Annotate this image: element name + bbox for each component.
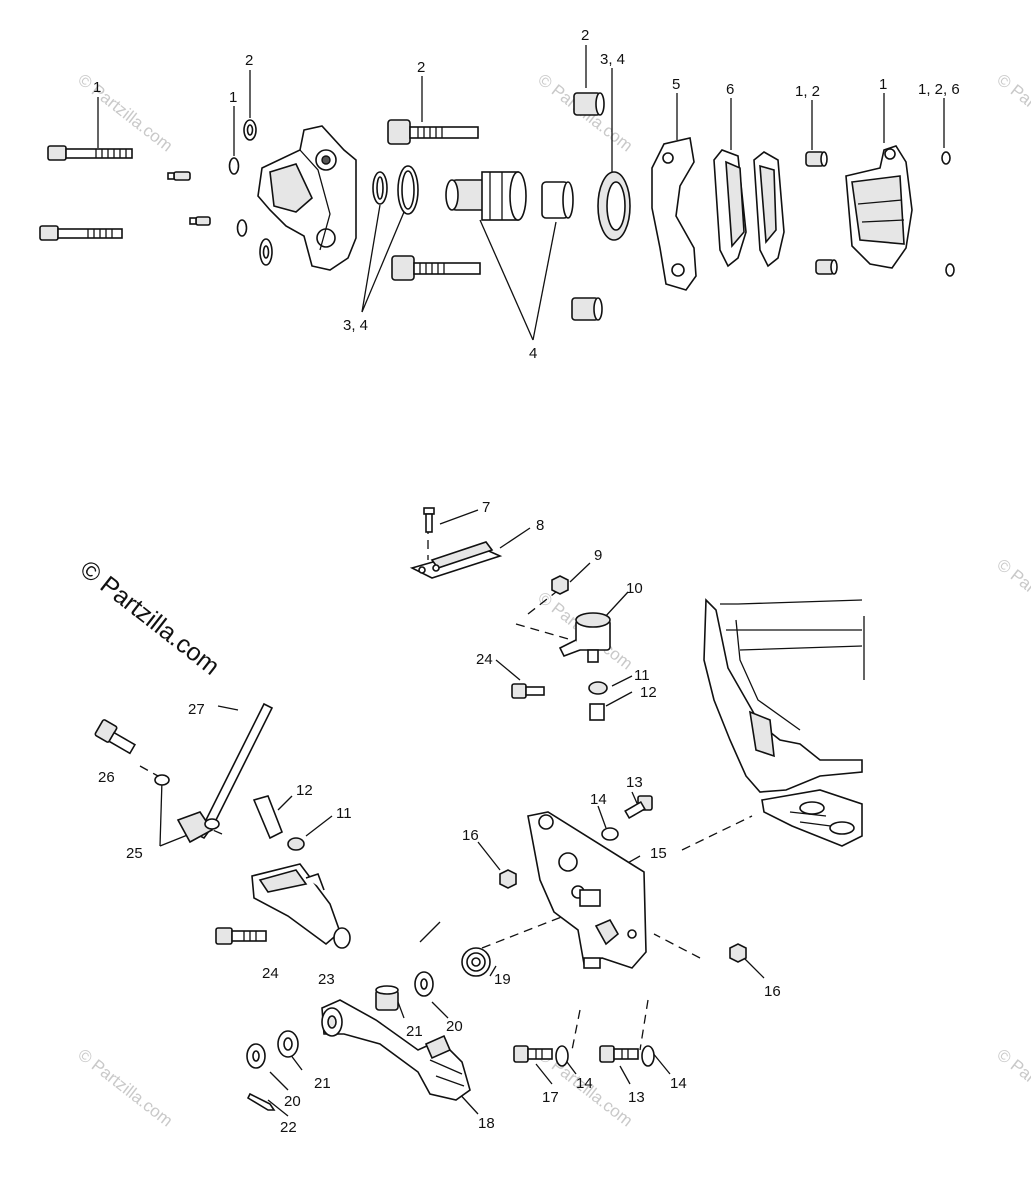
washer-14-upper [601,827,619,841]
label-1-2-6: 1, 2, 6 [918,81,960,98]
label-14: 14 [576,1075,593,1092]
label-1: 1 [229,89,238,106]
caliper-housing [257,125,357,271]
label-23: 23 [318,971,335,988]
hose-clamp-11 [588,681,608,695]
label-17: 17 [542,1089,559,1106]
label-25: 25 [126,845,143,862]
hose-clamp-11-lower [287,837,305,851]
label-13: 13 [628,1089,645,1106]
label-1: 1 [93,79,102,96]
spring-19 [461,947,491,977]
bolt-24-upper [511,683,545,699]
label-14: 14 [670,1075,687,1092]
label-12: 12 [640,684,657,701]
label-13: 13 [626,774,643,791]
label-22: 22 [280,1119,297,1136]
piston-insert [541,181,574,219]
screw-7 [423,507,435,533]
pedal-bracket-15 [527,811,647,969]
caliper-outer [845,145,913,269]
washer-14-left [555,1045,569,1067]
bolt-17 [513,1045,553,1063]
nut-9 [551,575,569,595]
label-21: 21 [406,1023,423,1040]
bushing-21-upper [375,985,399,1011]
hose-12 [589,703,605,721]
label-24: 24 [262,965,279,982]
label-12: 12 [296,782,313,799]
label-2: 2 [245,52,254,69]
washer-14-right [641,1045,655,1067]
hose-12-lower [252,795,284,840]
label-19: 19 [494,971,511,988]
label-1-2: 1, 2 [795,83,821,100]
bolt-13-upper [624,795,653,820]
caliper-bracket [651,137,697,291]
brake-pad-inner [713,149,747,268]
vehicle-frame [703,598,865,847]
bolt-13-lower [599,1045,639,1063]
retaining-clip [945,263,955,277]
caliper-pin-lower [391,255,481,281]
label-15: 15 [650,845,667,862]
reservoir-10 [558,612,611,663]
caliper-piston [445,171,527,221]
washer-25 [204,818,220,830]
nut-16-left [499,869,517,889]
label-2: 2 [417,59,426,76]
brake-pad-outer [753,151,785,268]
washer [236,219,248,237]
caliper-pin-upper [387,119,479,145]
brake-line-27 [176,702,274,844]
piston-seal [597,171,631,241]
caliper-bushing-lower [815,259,838,275]
brake-pedal-18 [321,999,471,1101]
label-11: 11 [336,805,352,822]
retaining-clip [941,151,951,165]
caliper-bolt-lower [39,225,123,241]
label-18: 18 [478,1115,495,1132]
label-2: 2 [581,27,590,44]
label-24: 24 [476,651,493,668]
bolt-24-lower [215,927,267,945]
label-3-4: 3, 4 [343,317,369,334]
cotter-pin-22 [246,1092,276,1111]
label-3-4: 3, 4 [600,51,626,68]
master-cylinder-23 [251,863,351,949]
label-9: 9 [594,547,603,564]
label-16: 16 [764,983,781,1000]
caliper-bushing-upper [805,151,828,167]
nut-16-right [729,943,747,963]
label-4: 4 [529,345,538,362]
label-10: 10 [626,580,643,597]
clamp-8 [409,541,503,579]
washer [228,157,240,175]
label-14: 14 [590,791,607,808]
label-6: 6 [726,81,735,98]
label-21: 21 [314,1075,331,1092]
label-11: 11 [634,667,650,684]
bleeder-fitting-upper [167,171,191,181]
label-1: 1 [879,76,888,93]
label-16: 16 [462,827,479,844]
washer-25 [154,774,170,786]
label-20: 20 [284,1093,301,1110]
bushing-lower [571,297,603,321]
bleeder-fitting-lower [189,216,211,226]
label-20: 20 [446,1018,463,1035]
label-26: 26 [98,769,115,786]
caliper-bolt-upper [47,145,133,161]
bushing-upper [573,92,605,116]
label-7: 7 [482,499,491,516]
banjo-bolt-26 [94,719,136,755]
label-27: 27 [188,701,205,718]
label-5: 5 [672,76,681,93]
label-8: 8 [536,517,545,534]
